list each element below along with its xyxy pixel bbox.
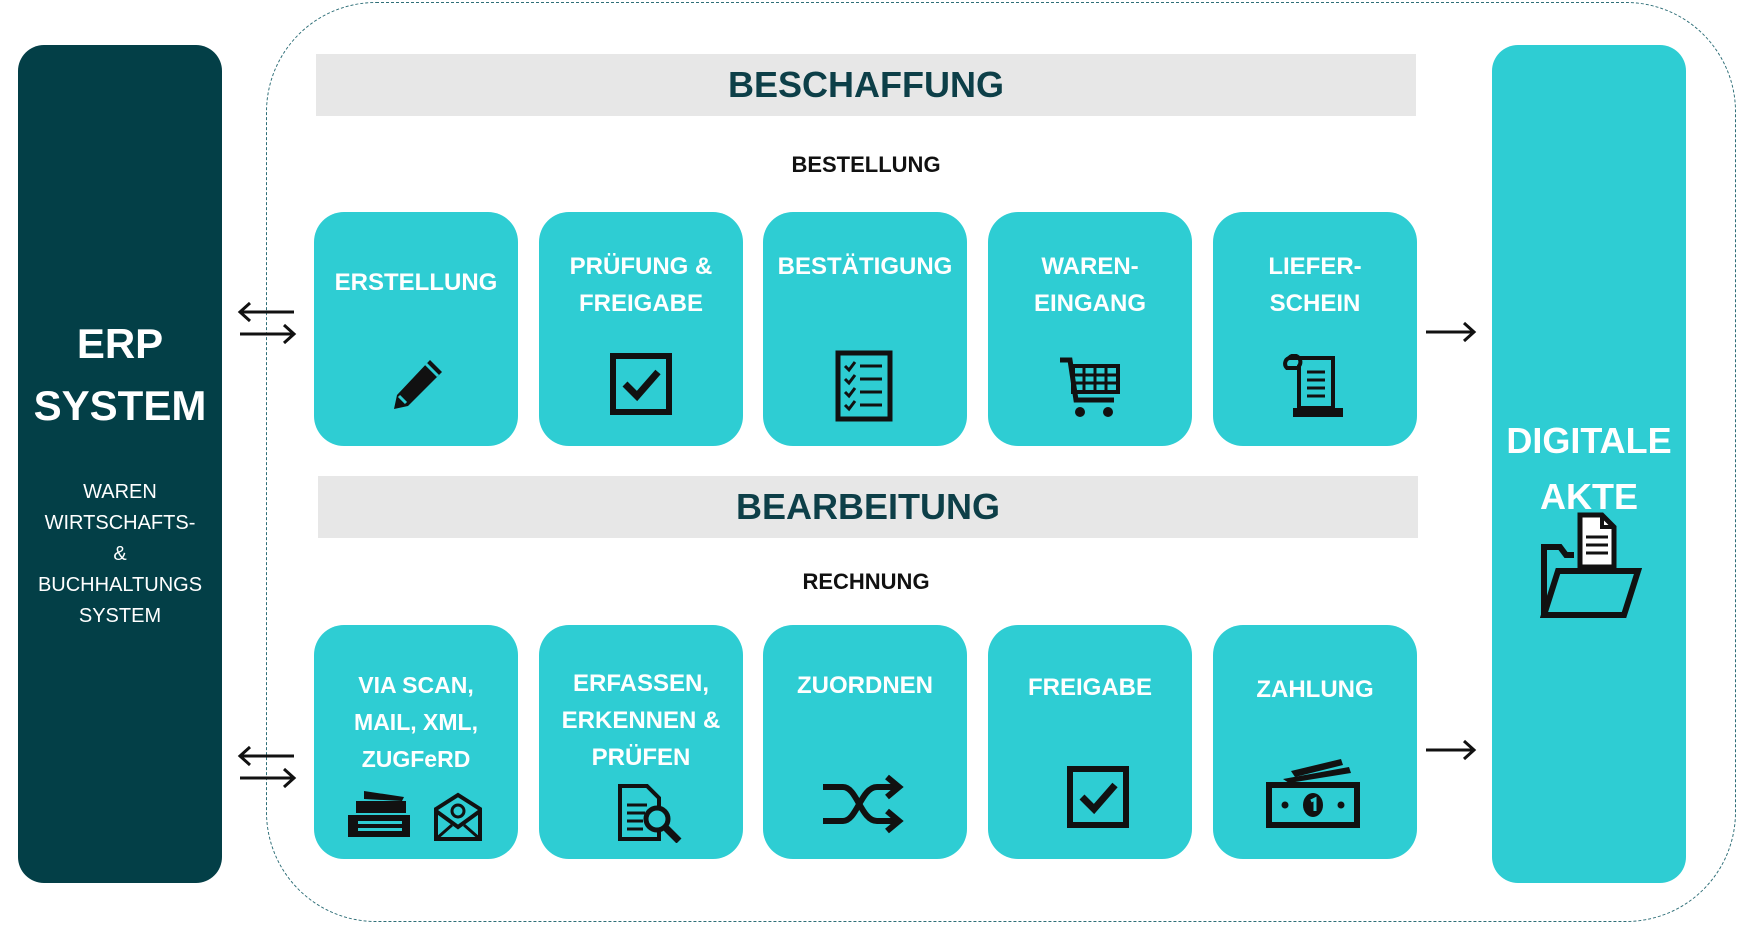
card-pruefung-freigabe: PRÜFUNG & FREIGABE	[539, 212, 743, 446]
checklist-icon	[835, 350, 893, 422]
open-folder-document-icon	[1540, 512, 1642, 618]
card-zahlung: ZAHLUNG	[1213, 625, 1417, 859]
akte-title: DIGITALE AKTE	[1506, 420, 1672, 517]
bestellung-label: BESTELLUNG	[791, 152, 941, 177]
card-label: BESTÄTIGUNG	[777, 253, 953, 280]
money-icon	[1266, 759, 1360, 828]
bearbeitung-banner: BEARBEITUNG	[318, 476, 1418, 538]
card-lieferschein: LIEFER- SCHEIN	[1213, 212, 1417, 446]
card-wareneingang: WAREN- EINGANG	[988, 212, 1192, 446]
bidirectional-arrow-bottom	[237, 745, 297, 789]
erp-system-block: ERP SYSTEM WAREN WIRTSCHAFTS- & BUCHHALT…	[18, 45, 222, 883]
card-label: ERSTELLUNG	[334, 269, 498, 296]
arrow-right-bottom	[1426, 739, 1477, 761]
card-label: PRÜFUNG & FREIGABE	[569, 253, 713, 317]
erp-title-line1: ERP	[76, 320, 164, 367]
document-search-icon	[618, 784, 682, 843]
digitale-akte-block: DIGITALE AKTE	[1492, 45, 1686, 883]
beschaffung-banner: BESCHAFFUNG	[316, 54, 1416, 116]
card-label: ZAHLUNG	[1256, 676, 1374, 703]
erp-title-line2: SYSTEM	[33, 382, 207, 429]
arrow-right-top	[1426, 321, 1477, 343]
process-frame	[266, 2, 1736, 922]
card-via-scan: VIA SCAN, MAIL, XML, ZUGFeRD	[314, 625, 518, 859]
scroll-document-icon	[1283, 354, 1343, 417]
card-label: LIEFER- SCHEIN	[1268, 253, 1362, 317]
checkbox-icon	[1067, 766, 1129, 828]
card-label: FREIGABE	[1027, 674, 1152, 701]
card-freigabe: FREIGABE	[988, 625, 1192, 859]
bidirectional-arrow-top	[237, 301, 297, 345]
card-zuordnen: ZUORDNEN	[763, 625, 967, 859]
card-bestaetigung: BESTÄTIGUNG	[763, 212, 967, 446]
scanner-icon	[348, 791, 410, 837]
mail-icon	[434, 792, 482, 841]
card-label: WAREN- EINGANG	[1033, 253, 1146, 317]
erp-title: ERP SYSTEM	[18, 313, 222, 437]
shuffle-icon	[823, 774, 904, 834]
card-erfassen: ERFASSEN, ERKENNEN & PRÜFEN	[539, 625, 743, 859]
erp-subtitle: WAREN WIRTSCHAFTS- & BUCHHALTUNGS SYSTEM	[37, 481, 203, 627]
shopping-cart-icon	[1060, 357, 1120, 417]
card-label: ZUORDNEN	[797, 672, 933, 699]
scanner-and-mail-icon	[348, 791, 482, 841]
card-label: ERFASSEN, ERKENNEN & PRÜFEN	[561, 670, 721, 771]
card-label: VIA SCAN, MAIL, XML, ZUGFeRD	[354, 672, 478, 772]
pencil-icon	[394, 360, 442, 409]
rechnung-label: RECHNUNG	[802, 569, 930, 594]
checkbox-icon	[610, 353, 672, 415]
card-erstellung: ERSTELLUNG	[314, 212, 518, 446]
